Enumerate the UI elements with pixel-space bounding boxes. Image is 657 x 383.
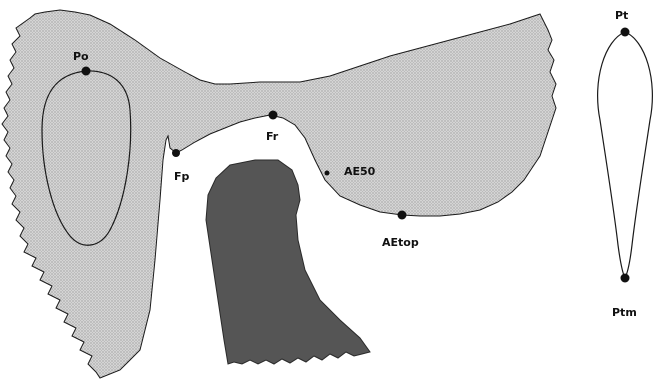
fr-label: Fr <box>266 130 279 143</box>
ae50-label: AE50 <box>344 165 376 178</box>
pterygoid-outline <box>598 32 653 278</box>
ptm-point <box>621 274 630 283</box>
fp-label: Fp <box>174 170 190 183</box>
ptm-label: Ptm <box>612 306 637 319</box>
pt-point <box>621 28 630 37</box>
ae50-point <box>325 171 330 176</box>
aetop-label: AEtop <box>382 236 419 249</box>
fp-point <box>172 149 180 157</box>
fr-point <box>269 111 278 120</box>
po-point <box>82 67 91 76</box>
pt-label: Pt <box>615 9 628 22</box>
aetop-point <box>398 211 407 220</box>
po-label: Po <box>73 50 89 63</box>
